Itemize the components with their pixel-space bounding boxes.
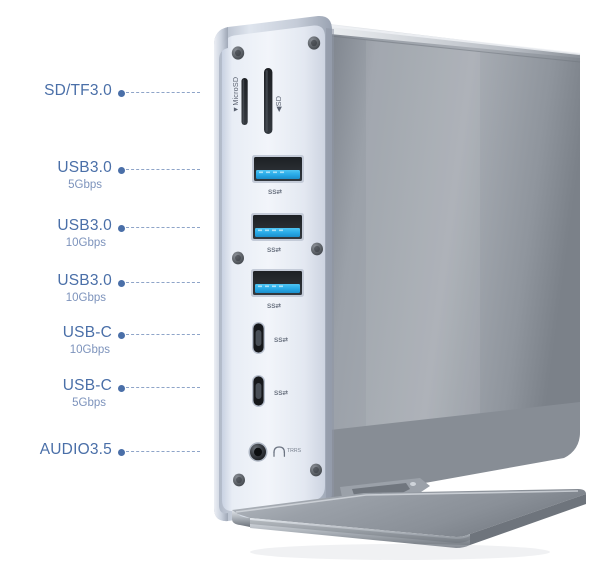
callout-dashed-line bbox=[126, 282, 200, 283]
usb-c-port-2[interactable]: SS⇄ bbox=[252, 375, 288, 407]
callout-speed: 10Gbps bbox=[65, 292, 106, 304]
headphone-icon bbox=[273, 446, 286, 457]
callout-dot bbox=[118, 448, 125, 456]
sd-slot-label: ◀SD bbox=[274, 96, 283, 112]
usb-a-port-2-ss-mark: SS⇄ bbox=[267, 246, 281, 254]
usb-c-port-1[interactable]: SS⇄ bbox=[252, 322, 288, 354]
usb-c-port-1-ss-mark: SS⇄ bbox=[274, 336, 288, 344]
panel-screws bbox=[231, 36, 323, 487]
usb-a-port-3[interactable]: SS⇄ bbox=[251, 269, 304, 310]
microsd-slot[interactable]: ▼MicroSD bbox=[231, 77, 248, 125]
callout-label: USB3.0 bbox=[57, 217, 112, 234]
usb-c-port-2-ss-mark: SS⇄ bbox=[274, 389, 288, 397]
microsd-slot-label: ▼MicroSD bbox=[231, 77, 240, 113]
callout-dot bbox=[118, 224, 125, 232]
callout-label: USB3.0 bbox=[57, 272, 112, 289]
callout-dashed-line bbox=[126, 169, 200, 170]
callout-label: SD/TF3.0 bbox=[44, 82, 112, 99]
callout-speed: 10Gbps bbox=[69, 344, 110, 356]
callout-dashed-line bbox=[126, 92, 200, 93]
audio-jack-port[interactable]: TRRS bbox=[248, 442, 302, 462]
callout-dot bbox=[118, 166, 125, 174]
audio-jack-mark: TRRS bbox=[287, 448, 302, 454]
callout-speed: 5Gbps bbox=[72, 397, 106, 409]
callout-label: USB-C bbox=[62, 324, 112, 341]
sd-slot[interactable]: ◀SD bbox=[264, 68, 283, 134]
callout-dashed-line bbox=[126, 334, 200, 335]
callout-dot bbox=[118, 331, 125, 339]
callout-label: AUDIO3.5 bbox=[39, 441, 112, 458]
device-body bbox=[228, 24, 581, 500]
callout-dot bbox=[118, 384, 125, 392]
usb-a-port-2[interactable]: SS⇄ bbox=[251, 213, 304, 254]
callout-dashed-line bbox=[126, 387, 200, 388]
callout-speed: 5Gbps bbox=[68, 179, 102, 191]
usb-a-port-3-ss-mark: SS⇄ bbox=[267, 302, 281, 310]
callout-speed: 10Gbps bbox=[65, 237, 106, 249]
callout-dot bbox=[118, 89, 125, 97]
callout-dashed-line bbox=[126, 451, 200, 452]
usb-a-port-1[interactable]: SS⇄ bbox=[252, 155, 304, 196]
callout-dashed-line bbox=[126, 227, 200, 228]
device-base-stand bbox=[232, 478, 586, 548]
callout-label: USB-C bbox=[62, 377, 112, 394]
callout-dot bbox=[118, 279, 125, 287]
callout-label: USB3.0 bbox=[57, 159, 112, 176]
usb-a-port-1-ss-mark: SS⇄ bbox=[268, 188, 282, 196]
device-front-panel bbox=[214, 15, 334, 522]
